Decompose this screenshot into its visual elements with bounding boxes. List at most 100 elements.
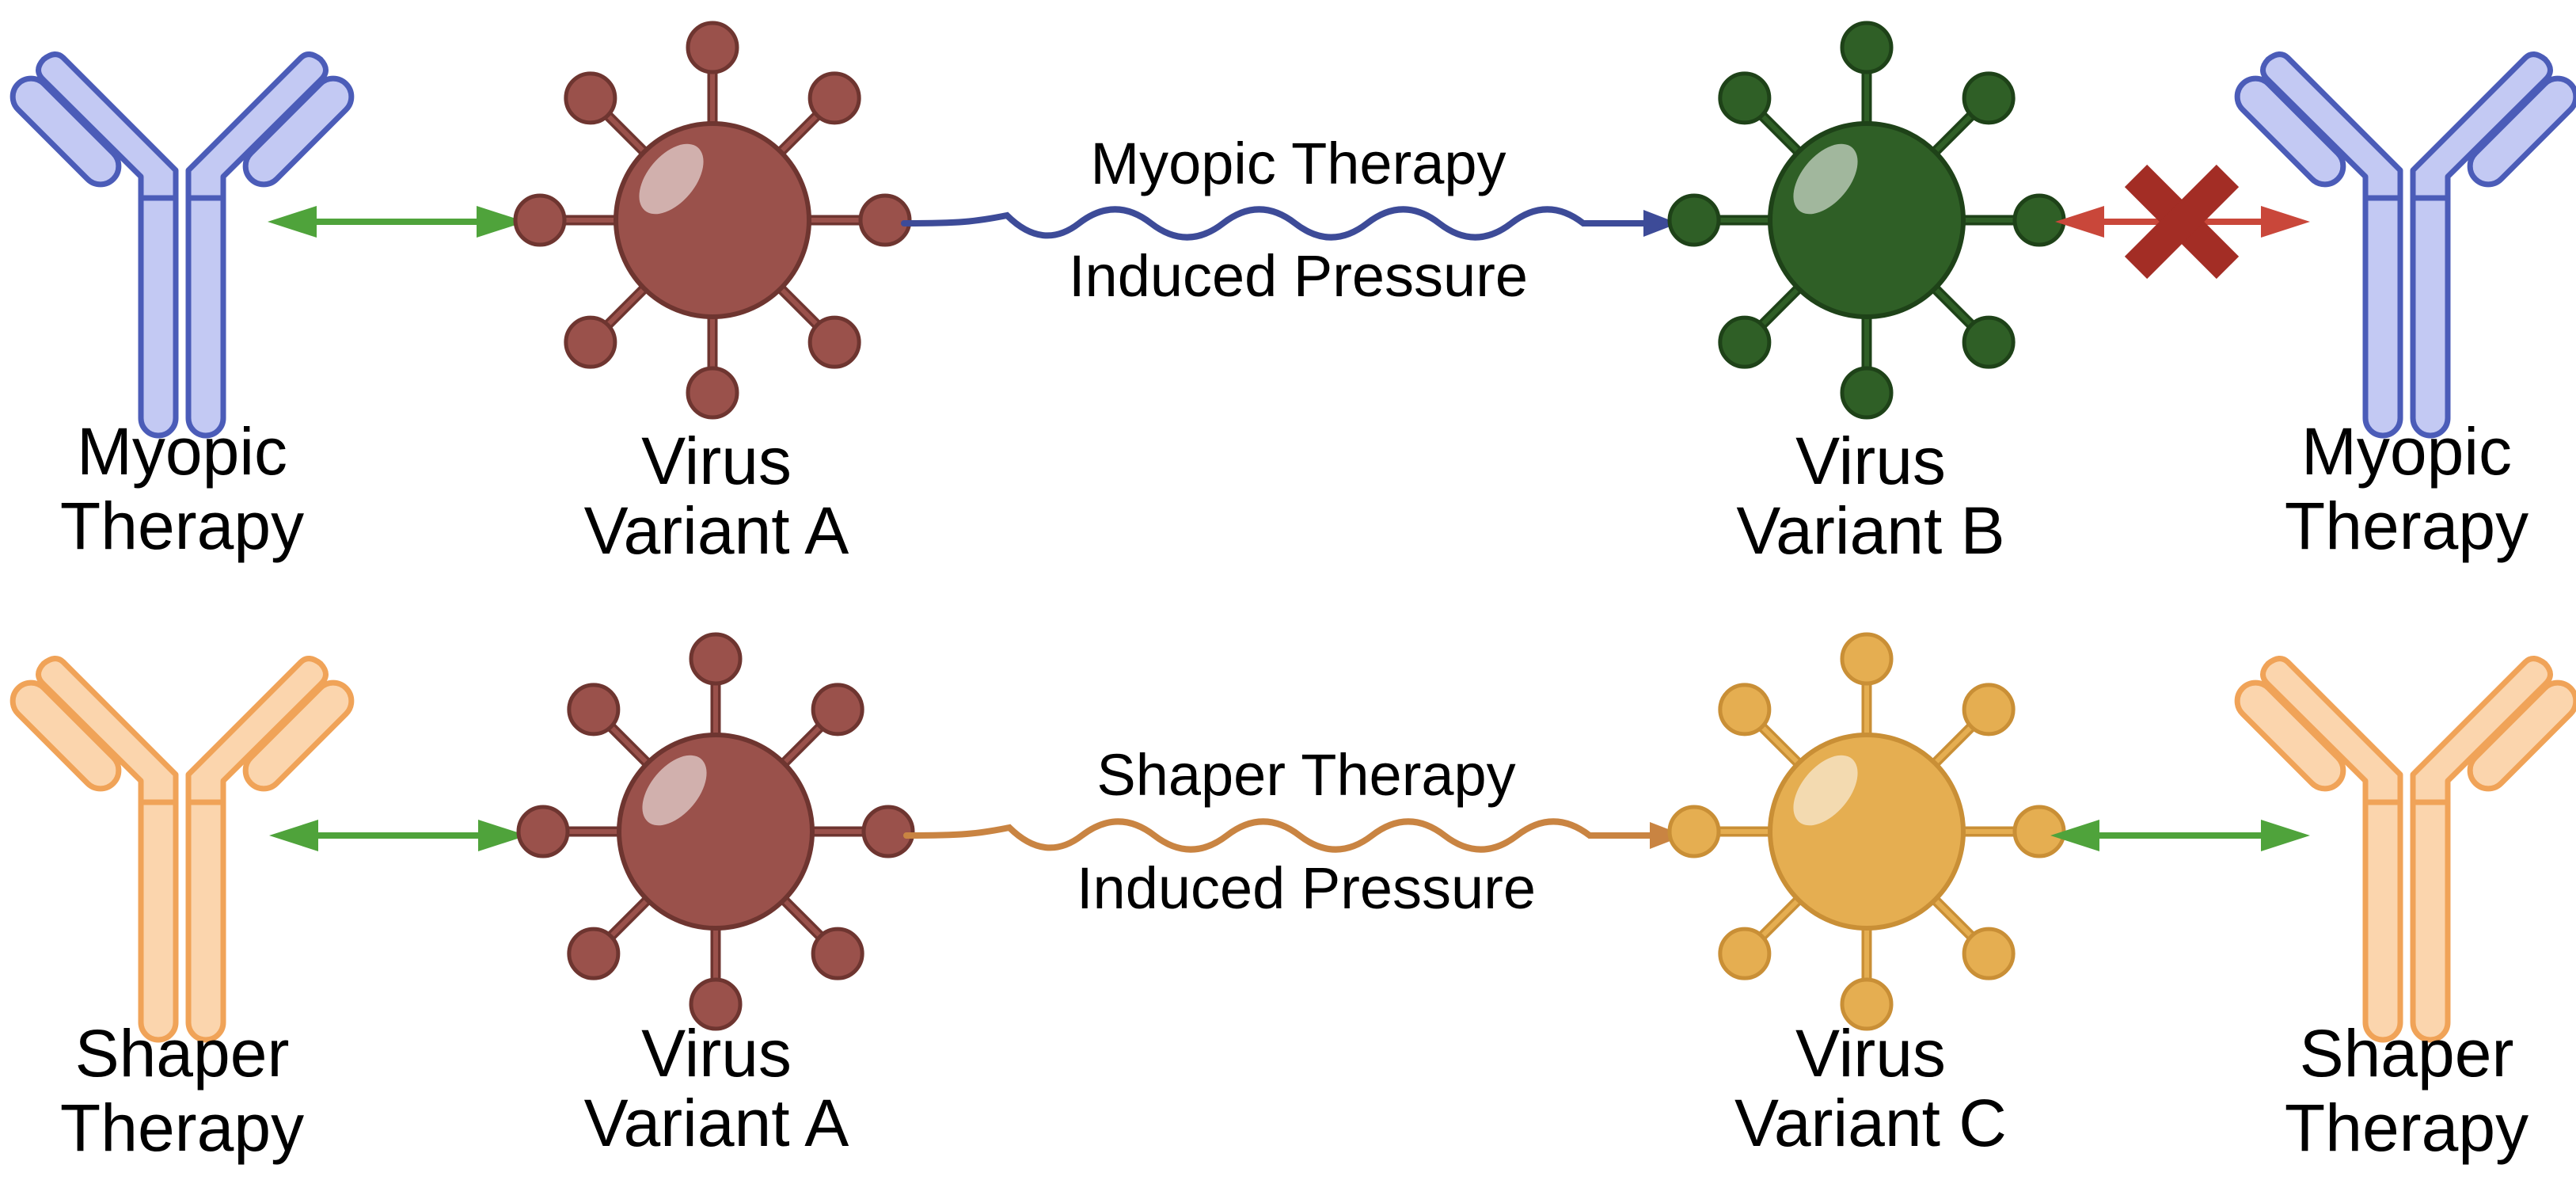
virus-spike-knob — [807, 315, 861, 369]
pressure-arrow-head — [1650, 822, 1685, 849]
pressure-label-bottom-row2: Induced Pressure — [1076, 855, 1537, 921]
right-therapy-line2: Therapy — [2284, 489, 2529, 563]
source-virus-line1: Virus — [641, 1016, 792, 1091]
virus-spike-knob — [811, 927, 864, 980]
pressure-label-top-row2: Shaper Therapy — [1096, 742, 1516, 808]
target-virus-line1: Virus — [1795, 424, 1946, 498]
antibody-light-chain — [9, 75, 122, 188]
virus-spike-knob — [1667, 193, 1721, 247]
antibody-icon — [2234, 656, 2576, 1043]
antibody-arm — [185, 51, 329, 201]
arrow-head-left — [269, 820, 318, 851]
left-therapy-line1: Shaper — [74, 1016, 290, 1091]
antibody-light-chain — [2467, 75, 2576, 188]
right-therapy-line2: Therapy — [2284, 1091, 2529, 1165]
antibody-icon — [9, 51, 355, 439]
virus-icon — [513, 21, 912, 420]
source-virus-line2: Variant A — [583, 493, 849, 568]
antibody-light-chain — [2467, 679, 2576, 792]
virus-spike-knob — [861, 805, 915, 858]
arrow-head-left — [2050, 820, 2099, 851]
target-virus-label-row2: Virus Variant C — [1734, 1020, 2007, 1156]
arrow-head-right — [2261, 206, 2310, 238]
target-virus-line2: Variant C — [1734, 1086, 2007, 1160]
virus-spike-knob — [689, 977, 743, 1031]
wavy-arrow-icon — [901, 206, 1678, 241]
virus-spike-knob — [567, 927, 621, 980]
virus-spike-knob — [811, 683, 864, 737]
virus-spike-knob — [513, 193, 567, 247]
right-therapy-line1: Myopic — [2301, 414, 2513, 489]
virus-spike-knob — [689, 632, 743, 686]
right-therapy-label-row1: Myopic Therapy — [2285, 418, 2529, 559]
right-therapy-label-row2: Shaper Therapy — [2285, 1020, 2529, 1161]
pressure-label-bottom-row1: Induced Pressure — [1068, 243, 1529, 309]
virus-spike-knob — [567, 683, 621, 737]
left-therapy-line2: Therapy — [59, 489, 305, 563]
virus-spike-knob — [807, 71, 861, 125]
arrow-head-left — [2055, 206, 2104, 238]
virus-spike-knob — [564, 71, 617, 125]
antibody-arm — [36, 656, 179, 805]
arrow-head-right — [477, 206, 526, 238]
virus-spike-knob — [1840, 632, 1894, 686]
virus-icon — [516, 632, 915, 1031]
virus-spike-knob — [1962, 927, 2016, 980]
virus-highlight — [639, 143, 704, 215]
virus-spike-knob — [1718, 71, 1772, 125]
virus-spike-knob — [1840, 977, 1894, 1031]
virus-highlight — [642, 755, 707, 826]
antibody-arm — [36, 51, 179, 201]
antibody-arm — [2410, 51, 2553, 201]
antibody-light-chain — [242, 679, 355, 792]
virus-spike-knob — [1718, 315, 1772, 369]
pressure-line — [903, 818, 1656, 853]
double-arrow-icon — [269, 820, 527, 851]
virus-spike-knob — [1718, 683, 1772, 737]
source-virus-line2: Variant A — [583, 1086, 849, 1160]
left-therapy-line2: Therapy — [59, 1091, 305, 1165]
target-virus-label-row1: Virus Variant B — [1736, 428, 2004, 564]
source-virus-line1: Virus — [641, 424, 792, 498]
virus-icon — [1667, 632, 2066, 1031]
virus-spike-knob — [1840, 21, 1894, 74]
arrow-head-right — [478, 820, 527, 851]
virus-spike-knob — [1962, 683, 2016, 737]
left-therapy-line1: Myopic — [76, 414, 288, 489]
arrow-head-right — [2261, 820, 2310, 851]
source-virus-label-row1: Virus Variant A — [584, 428, 849, 564]
virus-spike-knob — [1962, 71, 2016, 125]
antibody-arm — [2260, 51, 2403, 201]
left-therapy-label-row2: Shaper Therapy — [60, 1020, 304, 1161]
double-arrow-icon — [2050, 820, 2310, 851]
antibody-icon — [2234, 51, 2576, 439]
antibody-arm — [2410, 656, 2553, 805]
antibody-arm — [2260, 656, 2403, 805]
virus-spike-knob — [1667, 805, 1721, 858]
arrow-head-left — [268, 206, 317, 238]
antibody-light-chain — [2234, 679, 2346, 792]
pressure-arrow-head — [1643, 210, 1678, 237]
target-virus-line2: Variant B — [1736, 493, 2005, 568]
antibody-light-chain — [9, 679, 122, 792]
left-therapy-label-row1: Myopic Therapy — [60, 418, 304, 559]
virus-highlight — [1793, 143, 1858, 215]
cross-icon — [2124, 164, 2240, 280]
antibody-arm — [185, 656, 329, 805]
virus-spike-knob — [1718, 927, 1772, 980]
virus-spike-knob — [564, 315, 617, 369]
wavy-arrow-icon — [903, 818, 1685, 853]
virus-icon — [1667, 21, 2066, 420]
pressure-line — [901, 206, 1650, 241]
cross-bar — [2124, 164, 2240, 280]
virus-spike-knob — [516, 805, 570, 858]
antibody-light-chain — [2234, 75, 2346, 188]
double-arrow-icon — [268, 206, 526, 238]
target-virus-line1: Virus — [1795, 1016, 1946, 1091]
source-virus-label-row2: Virus Variant A — [584, 1020, 849, 1156]
virus-spike-knob — [686, 366, 739, 420]
virus-spike-knob — [1840, 366, 1894, 420]
virus-highlight — [1793, 755, 1858, 826]
